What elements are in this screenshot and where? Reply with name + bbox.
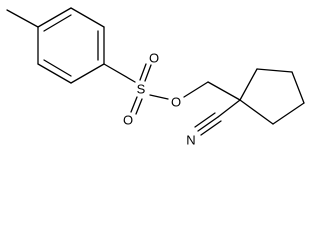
quaternary-nitrile-bond	[217, 99, 241, 118]
sulfonyl-oxygen-top-label: O	[149, 51, 159, 66]
aryl-sulfur-bond	[103, 63, 136, 83]
nitrile-triple-bond	[194, 112, 222, 136]
sulfonyl-double-bonds	[130, 63, 152, 115]
methylene-quaternary-bond	[207, 81, 241, 101]
ester-oxygen-label: O	[171, 95, 181, 110]
sulfur-oxygen-bond	[149, 94, 169, 100]
chemical-structure-diagram: S O O O N	[6, 7, 305, 148]
sulfur-atom-label: S	[137, 82, 146, 97]
oxygen-methylene-bond	[183, 81, 209, 98]
cyclopentane-ring	[239, 68, 305, 125]
nitrile-nitrogen-label: N	[186, 133, 195, 148]
methyl-bond	[6, 9, 39, 28]
benzene-ring	[37, 7, 105, 84]
sulfonyl-oxygen-bottom-label: O	[123, 113, 133, 128]
